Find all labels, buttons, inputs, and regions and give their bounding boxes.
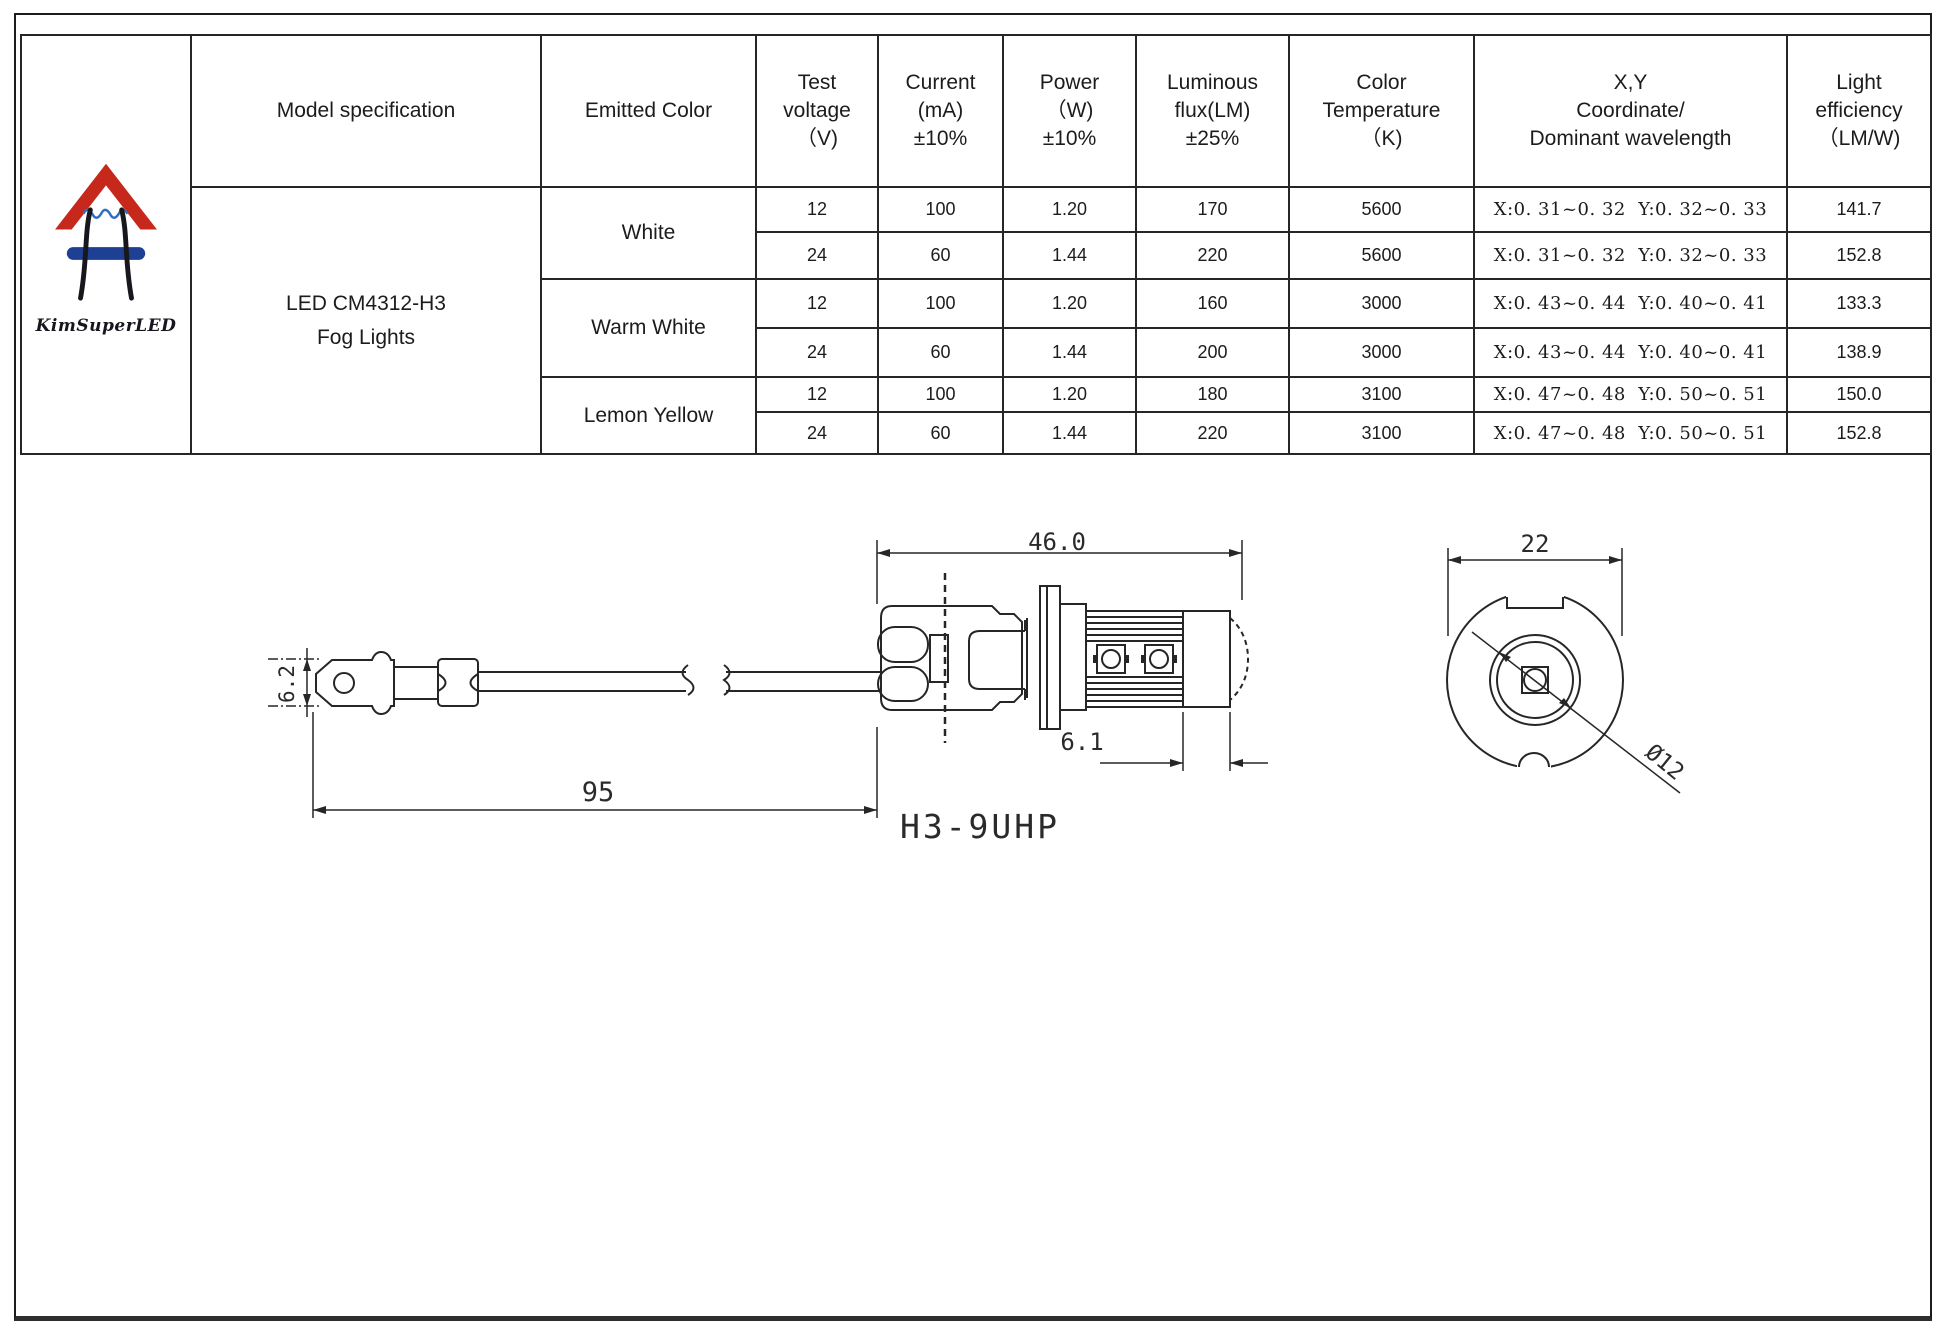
dim-body-length — [876, 540, 1243, 604]
cell-voltage: 12 — [755, 376, 879, 413]
kimsuperled-logo-icon — [55, 163, 157, 301]
cell-current: 60 — [877, 231, 1004, 280]
cell-power: 1.20 — [1002, 186, 1137, 233]
flange-plate — [1039, 585, 1087, 730]
logo-roof — [55, 163, 157, 230]
dim-total-length-label: 95 — [582, 777, 615, 808]
brand-logo: KimSuperLED — [23, 153, 189, 336]
cell-current: 100 — [877, 186, 1004, 233]
logo-leg-right — [119, 207, 134, 301]
table-row: 24 60 1.44 220 3100 X:0. 47~0. 48 Y:0. 5… — [21, 411, 1932, 455]
end-view — [1446, 582, 1624, 770]
lens-dome — [1229, 617, 1250, 701]
cell-xy: X:0. 31~0. 32 Y:0. 32~0. 33 — [1473, 186, 1788, 233]
dim-flange-width — [1447, 548, 1623, 636]
table-row: Warm White 12 100 1.20 160 3000 X:0. 43~… — [21, 278, 1932, 378]
header-current: Current(mA)±10% — [877, 34, 1004, 188]
cell-flux: 180 — [1135, 376, 1290, 413]
header-model: Model specification — [190, 34, 542, 188]
dim-diameter-leader — [1471, 631, 1681, 794]
spec-table: KimSuperLED Model specification Emitted … — [20, 34, 1932, 455]
led-chip — [1521, 666, 1549, 694]
cell-power: 1.44 — [1002, 327, 1137, 378]
cell-efficiency: 152.8 — [1786, 231, 1932, 280]
cell-current: 100 — [877, 278, 1004, 329]
cell-efficiency: 138.9 — [1786, 327, 1932, 378]
dim-cap-length-label: 6.1 — [1060, 728, 1103, 756]
cell-power: 1.44 — [1002, 231, 1137, 280]
cell-flux: 170 — [1135, 186, 1290, 233]
brand-name: KimSuperLED — [35, 316, 177, 336]
lens-section — [1182, 610, 1250, 708]
cell-temp: 3000 — [1288, 327, 1475, 378]
dim-flange-width-label: 22 — [1521, 530, 1550, 558]
cell-flux: 220 — [1135, 411, 1290, 455]
logo-leg-left — [78, 207, 93, 301]
cell-temp: 3000 — [1288, 278, 1475, 329]
bottom-notch — [1518, 752, 1550, 768]
cell-efficiency: 152.8 — [1786, 411, 1932, 455]
cell-xy: X:0. 47~0. 48 Y:0. 50~0. 51 — [1473, 411, 1788, 455]
cell-temp: 5600 — [1288, 186, 1475, 233]
spade-terminal — [315, 650, 438, 716]
dim-diameter-label: Ø12 — [1640, 739, 1689, 785]
cell-temp: 3100 — [1288, 376, 1475, 413]
cell-power: 1.20 — [1002, 376, 1137, 413]
cell-power: 1.20 — [1002, 278, 1137, 329]
cell-efficiency: 150.0 — [1786, 376, 1932, 413]
cell-current: 100 — [877, 376, 1004, 413]
page-border — [14, 13, 1932, 1321]
led-emitter — [1141, 644, 1177, 674]
dim-body-length-label: 46.0 — [1028, 528, 1086, 556]
table-row: Lemon Yellow 12 100 1.20 180 3100 X:0. 4… — [21, 376, 1932, 455]
led-emitter — [1093, 644, 1129, 674]
cell-voltage: 12 — [755, 186, 879, 233]
cell-temp: 3100 — [1288, 411, 1475, 455]
cell-voltage: 12 — [755, 278, 879, 329]
cell-power: 1.44 — [1002, 411, 1137, 455]
dim-terminal-width-label: 6.2 — [275, 665, 299, 703]
crimp-barrel — [437, 658, 479, 707]
cell-flux: 200 — [1135, 327, 1290, 378]
dim-total-length — [312, 712, 878, 818]
cell-voltage: 24 — [755, 231, 879, 280]
cell-current: 60 — [877, 411, 1004, 455]
cell-voltage: 24 — [755, 411, 879, 455]
cell-efficiency: 141.7 — [1786, 186, 1932, 233]
cell-efficiency: 133.3 — [1786, 278, 1932, 329]
cell-xy: X:0. 47~0. 48 Y:0. 50~0. 51 — [1473, 376, 1788, 413]
cell-xy: X:0. 31~0. 32 Y:0. 32~0. 33 — [1473, 231, 1788, 280]
cell-current: 60 — [877, 327, 1004, 378]
logo-cell: KimSuperLED — [20, 34, 192, 455]
table-row: 24 60 1.44 200 3000 X:0. 43~0. 44 Y:0. 4… — [21, 327, 1932, 378]
cell-temp: 5600 — [1288, 231, 1475, 280]
cell-xy: X:0. 43~0. 44 Y:0. 40~0. 41 — [1473, 327, 1788, 378]
cell-flux: 160 — [1135, 278, 1290, 329]
dim-cap-length — [1100, 712, 1268, 771]
dim-terminal-width — [268, 648, 320, 717]
lamp-base — [877, 573, 1028, 743]
emitted-color-white: White — [540, 186, 757, 280]
emitted-color-warm-white: Warm White — [540, 278, 757, 378]
cell-voltage: 24 — [755, 327, 879, 378]
cell-xy: X:0. 43~0. 44 Y:0. 40~0. 41 — [1473, 278, 1788, 329]
part-number-label: H3-9UHP — [900, 807, 1060, 846]
header-power: Power（W)±10% — [1002, 34, 1137, 188]
cell-flux: 220 — [1135, 231, 1290, 280]
keyway-notch — [1506, 597, 1564, 609]
header-emitted-color: Emitted Color — [540, 34, 757, 188]
emitted-color-lemon-yellow: Lemon Yellow — [540, 376, 757, 455]
terminal-hole — [333, 672, 355, 694]
wire — [478, 664, 881, 696]
table-row: 24 60 1.44 220 5600 X:0. 31~0. 32 Y:0. 3… — [21, 231, 1932, 280]
heatsink — [1085, 610, 1184, 708]
